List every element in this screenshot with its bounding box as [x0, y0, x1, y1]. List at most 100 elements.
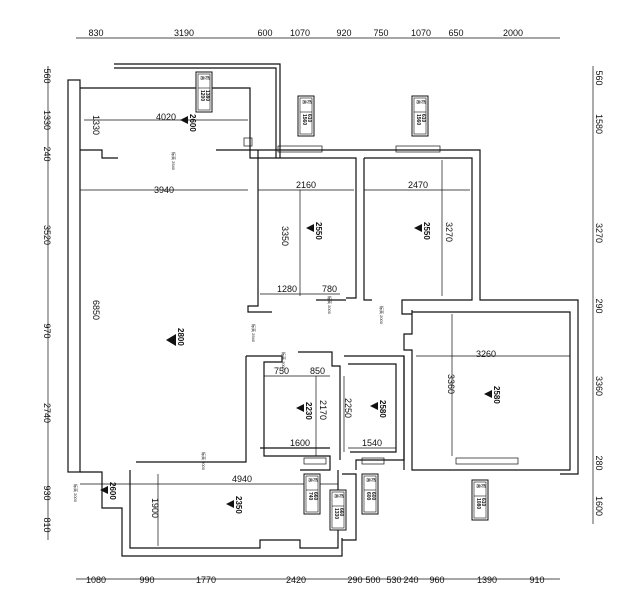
- fixture-tag-text: 1560: [415, 114, 421, 125]
- fixture-tag-text: 660: [312, 492, 318, 501]
- fixture-tag-text: 610: [420, 114, 426, 123]
- fixture-tag-text: 610: [306, 114, 312, 123]
- interior-dimension-labels: 4020 1330 3940 6850 2160 2470 3350 3270 …: [91, 112, 496, 518]
- fixture-tag-text: 600: [370, 492, 376, 501]
- bottom-dim-label: 1080: [86, 575, 106, 585]
- left-dim-label: 240: [42, 146, 52, 161]
- bottom-dim-label: 1390: [477, 575, 497, 585]
- fixture-tag-text: 1560: [301, 114, 307, 125]
- dim-label: 850: [310, 366, 325, 376]
- elevation-note: 标高 2000: [379, 306, 385, 325]
- top-dim-label: 1070: [411, 28, 431, 38]
- svg-text:2800: 2800: [176, 328, 185, 346]
- walls: [67, 63, 579, 557]
- dim-label: 3350: [280, 226, 290, 246]
- left-dim-label: 970: [42, 323, 52, 338]
- ceiling-mark: 2800: [166, 328, 185, 346]
- ceiling-mark: 2600: [180, 114, 197, 132]
- dim-label: 1540: [362, 438, 382, 448]
- interior-dimension-lines: [80, 119, 570, 546]
- fixture-tag-text: 灯: [421, 100, 427, 104]
- right-dim-label: 3270: [594, 223, 604, 243]
- elevation-note: 标高 2540: [171, 152, 177, 171]
- right-dim-label: 1580: [594, 114, 604, 134]
- svg-text:2550: 2550: [314, 222, 323, 240]
- dim-label: 1280: [277, 284, 297, 294]
- dim-label: 780: [322, 284, 337, 294]
- bottom-dim-label: 240: [403, 575, 418, 585]
- left-dim-label: 810: [42, 517, 52, 532]
- fixture-tag-text: 吊: [308, 478, 314, 482]
- fixture-tag-text: 吊: [200, 76, 206, 80]
- right-dim-label: 280: [594, 455, 604, 470]
- right-dim-label: 560: [594, 70, 604, 85]
- dim-label: 1330: [91, 115, 101, 135]
- svg-text:2350: 2350: [234, 496, 243, 514]
- fixture-tag-text: 灯: [205, 76, 211, 80]
- dim-label: 2160: [296, 180, 316, 190]
- fixture-tag-text: 吊: [476, 484, 482, 488]
- top-dim-label: 600: [257, 28, 272, 38]
- fixture-tag-text: 灯: [313, 478, 319, 482]
- elevation-note: 标高 2000: [281, 352, 287, 371]
- svg-text:2230: 2230: [304, 402, 313, 420]
- elevation-note: 标高 2000: [327, 296, 333, 315]
- elevation-note: 标高 2000: [201, 452, 207, 471]
- fixture-tag-text: 吊: [302, 100, 308, 104]
- bottom-dim-label: 910: [529, 575, 544, 585]
- dim-label: 3260: [476, 349, 496, 359]
- left-dim-label: 930: [42, 485, 52, 500]
- bottom-dim-label: 290: [347, 575, 362, 585]
- left-dim-label: 1330: [42, 110, 52, 130]
- fixture-tag-text: 灯: [339, 494, 345, 498]
- ceiling-mark: 2350: [226, 496, 243, 514]
- fixture-tag-text: 灯: [371, 478, 377, 482]
- bottom-dim-label: 960: [429, 575, 444, 585]
- svg-text:2580: 2580: [492, 386, 501, 404]
- svg-text:2600: 2600: [108, 482, 117, 500]
- fixture-tag-text: 1380: [204, 90, 210, 101]
- svg-text:2600: 2600: [188, 114, 197, 132]
- top-dim-label: 920: [336, 28, 351, 38]
- fixture-tag-text: 灯: [307, 100, 313, 104]
- top-dim-label: 1070: [290, 28, 310, 38]
- elevation-notes: 标高 2540 标高 2540 标高 2000 标高 2000 标高 2000 …: [73, 152, 385, 503]
- elevation-note: 标高 2540: [251, 324, 257, 343]
- right-dim-label: 290: [594, 298, 604, 313]
- svg-text:2550: 2550: [422, 222, 431, 240]
- fixture-tag-text: 1200: [199, 90, 205, 101]
- svg-text:2580: 2580: [378, 400, 387, 418]
- dim-label: 1900: [150, 498, 160, 518]
- elevation-note: 标高 2000: [73, 484, 79, 503]
- dim-label: 3940: [154, 185, 174, 195]
- top-dim-label: 3190: [174, 28, 194, 38]
- bottom-dim-label: 2420: [286, 575, 306, 585]
- fixture-tag-text: 灯: [481, 484, 487, 488]
- top-dim-label: 650: [448, 28, 463, 38]
- right-dim-label: 3360: [594, 376, 604, 396]
- dim-label: 4020: [156, 112, 176, 122]
- dim-label: 3270: [444, 222, 454, 242]
- dim-label: 6850: [91, 300, 101, 320]
- fixture-tag-text: 660: [338, 508, 344, 517]
- fixture-tag-text: 610: [480, 498, 486, 507]
- bottom-dim-label: 500: [365, 575, 380, 585]
- fixture-tag-text: 1080: [475, 498, 481, 509]
- fixture-tag-text: 吊: [334, 494, 340, 498]
- left-dim-label: 2740: [42, 403, 52, 423]
- dim-label: 4940: [232, 474, 252, 484]
- top-dim-label: 2000: [503, 28, 523, 38]
- ceiling-mark: 2600: [100, 482, 117, 500]
- ceiling-mark: 2230: [296, 402, 313, 420]
- fixture-tag-text: 740: [307, 492, 313, 501]
- top-dim-label: 830: [88, 28, 103, 38]
- dim-label: 2250: [343, 398, 353, 418]
- bottom-dim-label: 530: [386, 575, 401, 585]
